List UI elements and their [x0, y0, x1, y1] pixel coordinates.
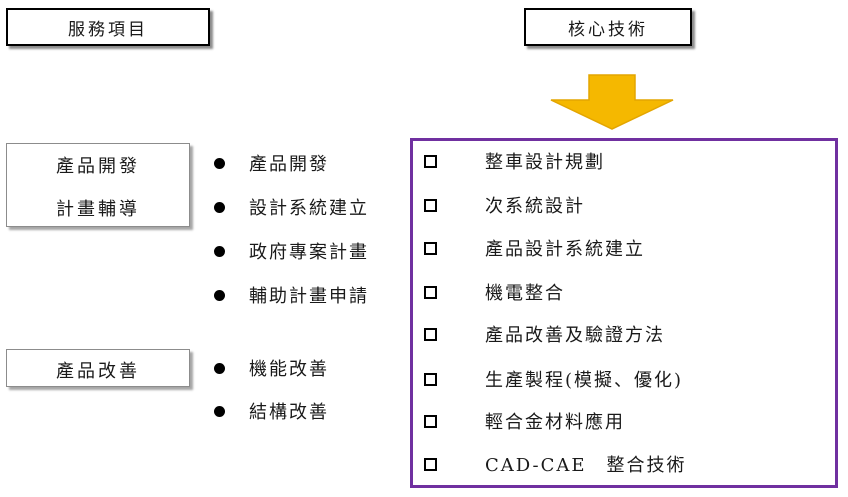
- square-bullet-icon: [424, 285, 437, 299]
- square-bullet-icon: [424, 414, 437, 428]
- tech-item-label: CAD-CAE 整合技術: [485, 455, 687, 476]
- tech-item: 生產製程(模擬、優化): [424, 364, 824, 394]
- bullet-dot-icon: [214, 405, 225, 417]
- service-item-label: 設計系統建立: [249, 198, 369, 219]
- bullet-dot-icon: [214, 157, 225, 169]
- bullet-dot-icon: [214, 201, 225, 213]
- tech-item: 次系統設計: [424, 190, 824, 220]
- bullet-dot-icon: [214, 245, 225, 257]
- service-item-label: 結構改善: [249, 402, 329, 423]
- square-bullet-icon: [424, 154, 437, 168]
- tech-item: 產品設計系統建立: [424, 233, 824, 263]
- core-tech-header: 核心技術: [524, 8, 692, 46]
- category-product-improvement: 產品改善: [6, 349, 190, 387]
- service-item: 政府專案計畫: [214, 236, 414, 266]
- tech-item: 產品改善及驗證方法: [424, 319, 824, 349]
- square-bullet-icon: [424, 372, 437, 386]
- service-item: 輔助計畫申請: [214, 280, 414, 310]
- tech-item-label: 整車設計規劃: [485, 152, 605, 173]
- tech-item-label: 生產製程(模擬、優化): [485, 370, 684, 391]
- service-item: 結構改善: [214, 396, 414, 426]
- service-item: 產品開發: [214, 148, 414, 178]
- tech-item: 機電整合: [424, 277, 824, 307]
- down-arrow-icon: [550, 74, 674, 130]
- tech-item-label: 輕合金材料應用: [485, 412, 625, 433]
- service-item-label: 政府專案計畫: [249, 242, 369, 263]
- square-bullet-icon: [424, 241, 437, 255]
- tech-item-label: 產品設計系統建立: [485, 239, 645, 260]
- tech-item-label: 產品改善及驗證方法: [485, 325, 665, 346]
- service-item: 機能改善: [214, 353, 414, 383]
- tech-item: CAD-CAE 整合技術: [424, 449, 824, 479]
- square-bullet-icon: [424, 457, 437, 471]
- category-line: 計畫輔導: [56, 199, 140, 220]
- service-item-label: 機能改善: [249, 359, 329, 380]
- square-bullet-icon: [424, 327, 437, 341]
- service-item-label: 產品開發: [249, 154, 329, 175]
- services-header: 服務項目: [6, 8, 210, 46]
- core-tech-header-label: 核心技術: [568, 19, 648, 40]
- category-line: 產品改善: [56, 361, 140, 382]
- tech-item: 整車設計規劃: [424, 146, 824, 176]
- services-header-label: 服務項目: [68, 19, 148, 40]
- bullet-dot-icon: [214, 362, 225, 374]
- square-bullet-icon: [424, 198, 437, 212]
- core-tech-panel: [410, 138, 838, 488]
- category-line: 產品開發: [56, 156, 140, 177]
- tech-item: 輕合金材料應用: [424, 406, 824, 436]
- tech-item-label: 機電整合: [485, 283, 565, 304]
- tech-item-label: 次系統設計: [485, 196, 585, 217]
- bullet-dot-icon: [214, 289, 225, 301]
- category-product-development: 產品開發 計畫輔導: [6, 143, 190, 227]
- service-item-label: 輔助計畫申請: [249, 286, 369, 307]
- service-item: 設計系統建立: [214, 192, 414, 222]
